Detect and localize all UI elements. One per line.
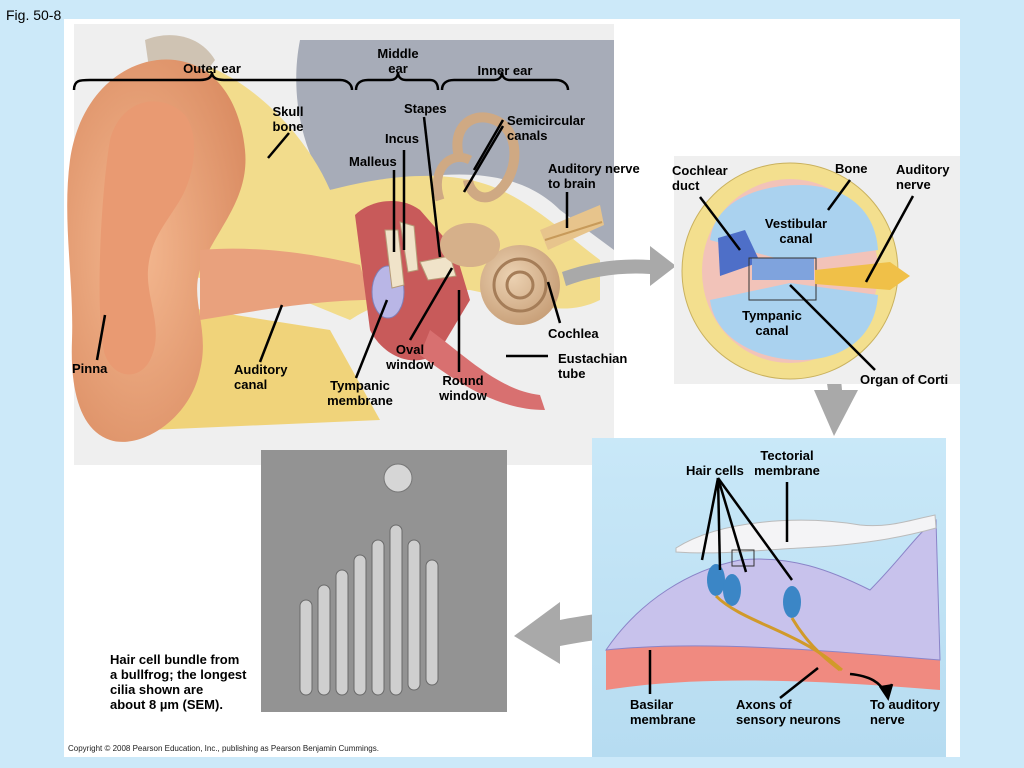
round-window-label: Round window [439, 373, 487, 403]
stapes-label: Stapes [404, 101, 447, 116]
arrow-ear-to-cochlea [562, 246, 676, 286]
to-auditory-nerve-label: To auditory nerve [870, 697, 940, 727]
vestibular-canal-label: Vestibular canal [764, 216, 828, 246]
middle-ear-label: Middle ear [377, 46, 419, 76]
auditory-canal-label: Auditory canal [234, 362, 288, 392]
tectorial-membrane-label: Tectorial membrane [754, 448, 820, 478]
cochlear-duct-label: Cochlear duct [672, 163, 728, 193]
ear-leader-lines [95, 116, 569, 379]
tympanic-canal-label: Tympanic canal [742, 308, 802, 338]
cochlea-cross-section [674, 156, 960, 384]
semicircular-canals-label: Semicircular canals [507, 113, 586, 143]
organ-of-corti-illustration [592, 438, 946, 757]
copyright-notice: Copyright © 2008 Pearson Education, Inc.… [68, 744, 379, 753]
hair-cells-label: Hair cells [686, 463, 744, 478]
ear-region-braces [72, 71, 570, 91]
incus-label: Incus [385, 131, 419, 146]
sem-micrograph [261, 450, 507, 712]
auditory-nerve-to-brain-label: Auditory nerve to brain [548, 161, 640, 191]
malleus-label: Malleus [349, 154, 397, 169]
cochlea-label: Cochlea [548, 326, 599, 341]
tympanic-membrane-label: Tympanic membrane [327, 378, 393, 408]
outer-ear-label: Outer ear [183, 61, 241, 76]
figure-title: Fig. 50-8 [6, 7, 62, 23]
inner-ear-label: Inner ear [477, 63, 533, 78]
micrograph-caption: Hair cell bundle from a bullfrog; the lo… [110, 652, 247, 712]
pinna-label: Pinna [72, 361, 108, 376]
bone-label: Bone [835, 161, 868, 176]
organ-of-corti-label: Organ of Corti [860, 372, 949, 387]
axons-of-sensory-neurons-label: Axons of sensory neurons [736, 697, 841, 727]
corti-leader-lines [648, 477, 894, 701]
ear-anatomy-illustration [67, 24, 614, 465]
skull-bone-label: Skull bone [272, 104, 304, 134]
auditory-nerve-label: Auditory nerve [896, 162, 950, 192]
oval-window-label: Oval window [386, 342, 434, 372]
basilar-membrane-label: Basilar membrane [630, 697, 696, 727]
eustachian-tube-label: Eustachian tube [558, 351, 628, 381]
cochlea-leader-lines [699, 179, 915, 371]
